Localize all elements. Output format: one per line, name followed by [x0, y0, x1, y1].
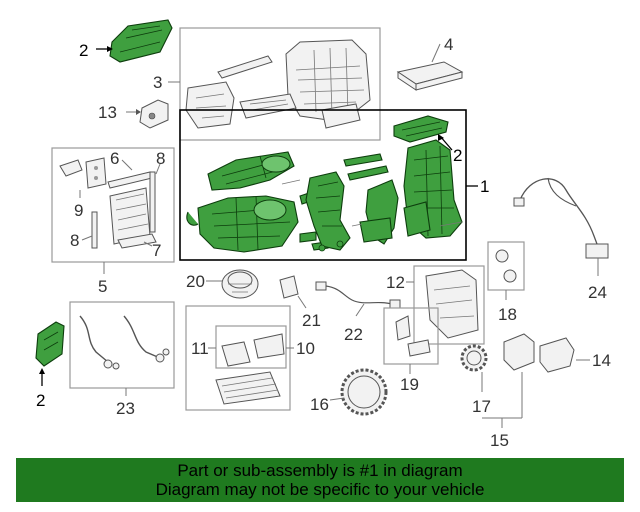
- part-1-hvac-module-assembly[interactable]: [186, 115, 463, 253]
- frame-3: [179, 27, 381, 141]
- callout-20: 20: [186, 272, 205, 291]
- part-10-filter-element[interactable]: [215, 371, 281, 405]
- part-2-top-duct[interactable]: [109, 19, 173, 63]
- frame-23: [69, 301, 175, 389]
- leader-7: [143, 241, 153, 247]
- part-20-blower-motor[interactable]: [221, 269, 259, 299]
- part-24-harness[interactable]: [513, 177, 609, 259]
- callout-10: 10: [296, 339, 315, 358]
- leader-6: [121, 159, 133, 171]
- part-15-actuator[interactable]: [503, 333, 575, 373]
- frame-19: [383, 307, 439, 365]
- leader-21: [297, 295, 307, 309]
- callout-7: 7: [152, 241, 161, 260]
- part-17-gear[interactable]: [460, 344, 488, 372]
- frame-5: [51, 147, 175, 263]
- frame-1-hvac-assembly: [179, 109, 467, 261]
- arrow-2-top: [107, 46, 113, 52]
- frame-10: [185, 305, 291, 411]
- callout-18: 18: [498, 305, 517, 324]
- part-21-resistor[interactable]: [279, 275, 299, 299]
- callout-2-top: 2: [79, 41, 88, 60]
- callout-5: 5: [98, 277, 107, 296]
- callout-24: 24: [588, 283, 607, 302]
- callout-6: 6: [110, 149, 119, 168]
- leader-16: [329, 397, 345, 401]
- callout-13: 13: [98, 103, 117, 122]
- part-2-bottom-duct[interactable]: [35, 321, 65, 367]
- leader-8-left: [81, 235, 93, 241]
- callout-9: 9: [74, 201, 83, 220]
- arrow-2-bottom: [39, 368, 45, 374]
- part-12-case-half[interactable]: [425, 269, 479, 339]
- frame-11: [215, 325, 287, 369]
- callout-8-top: 8: [156, 149, 165, 168]
- part-5-heater-core-group[interactable]: [59, 157, 157, 249]
- part-23-pipes[interactable]: [79, 315, 170, 370]
- callout-3: 3: [153, 73, 162, 92]
- callout-23: 23: [116, 399, 135, 418]
- frame-18: [487, 241, 525, 291]
- callout-22: 22: [344, 325, 363, 344]
- banner-line-2: Diagram may not be specific to your vehi…: [155, 480, 485, 499]
- banner-line-1: Part or sub-assembly is #1 in diagram: [177, 461, 463, 480]
- leader-8-top: [155, 163, 161, 175]
- arrow-13: [136, 109, 141, 115]
- part-13-actuator[interactable]: [139, 99, 169, 129]
- callout-1: 1: [480, 177, 489, 196]
- info-banner: Part or sub-assembly is #1 in diagram Di…: [16, 458, 624, 502]
- leader-22: [355, 303, 365, 317]
- part-4-cabin-filter[interactable]: [396, 61, 464, 91]
- callout-11: 11: [191, 339, 209, 358]
- frame-12: [413, 265, 485, 345]
- callout-17: 17: [472, 397, 491, 416]
- leader-4: [431, 43, 441, 63]
- part-3-case-components[interactable]: [185, 39, 371, 129]
- callout-2-bottom: 2: [36, 391, 45, 410]
- callout-16: 16: [310, 395, 329, 414]
- callout-19: 19: [400, 375, 419, 394]
- callout-14: 14: [592, 351, 611, 370]
- part-18-sensors[interactable]: [495, 249, 517, 283]
- callout-4: 4: [444, 35, 453, 54]
- part-11-seal[interactable]: [221, 333, 285, 367]
- callout-21: 21: [302, 311, 321, 330]
- part-16-gear[interactable]: [340, 368, 388, 416]
- arrow-2-main: [438, 134, 444, 141]
- callout-15: 15: [490, 431, 509, 450]
- callout-12: 12: [386, 273, 405, 292]
- part-19-clips[interactable]: [395, 315, 431, 357]
- callout-2-main: 2: [453, 146, 462, 165]
- callout-8-left: 8: [70, 231, 79, 250]
